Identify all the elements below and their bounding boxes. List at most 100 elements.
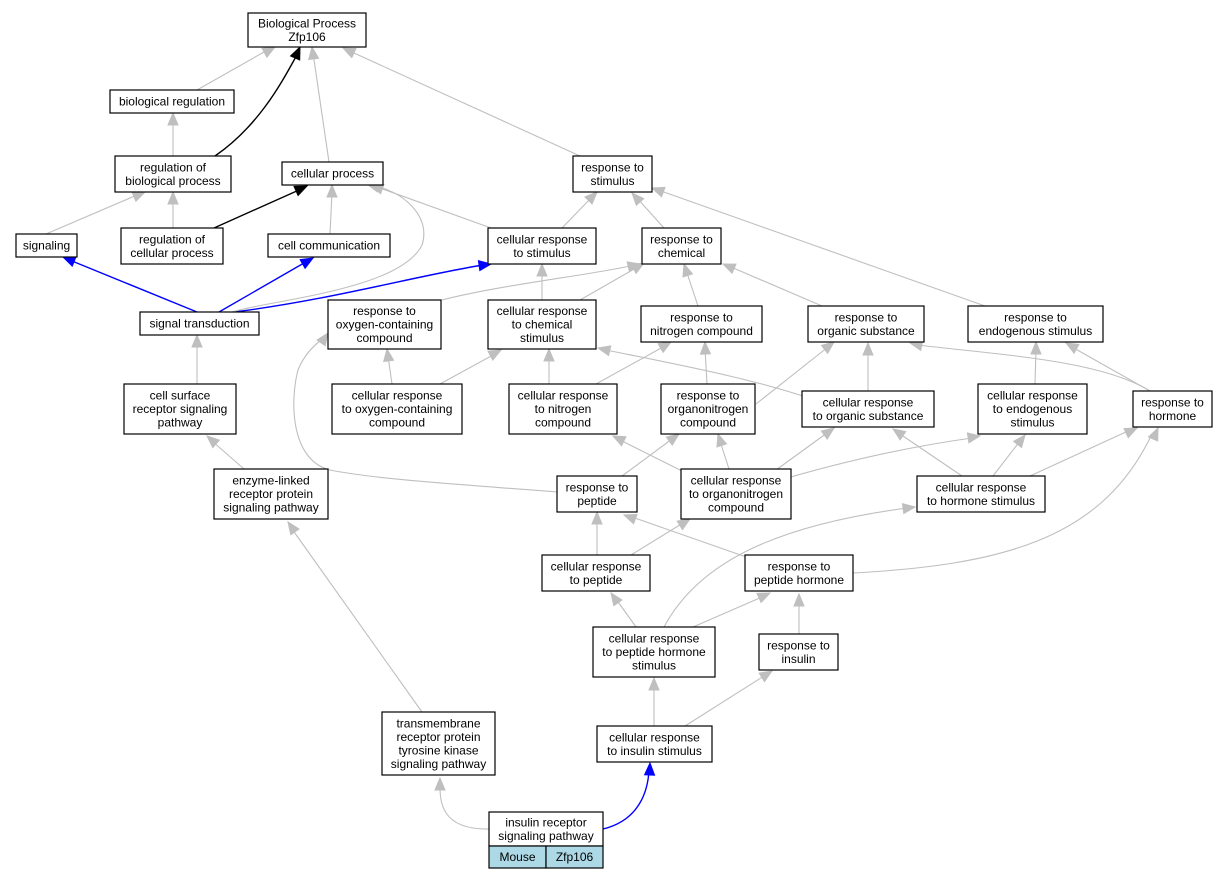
term-node-cellproc[interactable]: cellular process bbox=[281, 161, 384, 186]
edge-line bbox=[685, 269, 699, 307]
edge-line bbox=[660, 190, 986, 307]
edge-arrowhead bbox=[611, 435, 627, 447]
edge-line bbox=[630, 522, 684, 556]
edge-10 bbox=[561, 191, 598, 229]
edge-7 bbox=[213, 185, 309, 229]
edge-line bbox=[211, 440, 245, 470]
term-box bbox=[680, 468, 792, 520]
edge-line bbox=[329, 191, 333, 235]
term-box bbox=[139, 311, 260, 336]
term-box bbox=[572, 155, 653, 193]
edge-line bbox=[71, 260, 198, 313]
term-box bbox=[281, 161, 384, 186]
term-label-line: nitrogen compound bbox=[650, 324, 753, 338]
term-label-line: signaling pathway bbox=[223, 501, 318, 515]
edge-arrowhead bbox=[657, 341, 673, 354]
edge-3 bbox=[341, 47, 581, 157]
edge-42 bbox=[992, 433, 1026, 477]
term-label-line: stimulus bbox=[520, 331, 564, 345]
term-label-line: regulation of bbox=[139, 232, 206, 246]
term-label-line: biological regulation bbox=[119, 95, 225, 109]
term-label-line: to hormone stimulus bbox=[927, 494, 1035, 508]
term-label-line: peptide bbox=[577, 494, 617, 508]
edge-48 bbox=[852, 426, 1159, 574]
edge-arrowhead bbox=[341, 47, 357, 59]
edge-35 bbox=[293, 331, 558, 493]
term-node-cellcomm[interactable]: cell communication bbox=[267, 233, 391, 258]
edge-line bbox=[196, 51, 265, 91]
edge-34 bbox=[206, 435, 245, 470]
edge-43 bbox=[1029, 427, 1139, 477]
term-label-line: cellular response bbox=[609, 632, 700, 646]
term-box bbox=[967, 305, 1104, 343]
term-box bbox=[327, 299, 442, 350]
term-label-line: hormone bbox=[1149, 409, 1197, 423]
term-node-bioreg[interactable]: biological regulation bbox=[109, 89, 235, 114]
edge-line bbox=[852, 437, 1151, 574]
edge-arrowhead bbox=[316, 331, 329, 347]
term-label-line: insulin receptor bbox=[505, 815, 586, 829]
term-label-line: organonitrogen bbox=[668, 402, 749, 416]
edge-line bbox=[899, 433, 963, 477]
term-label-line: cellular process bbox=[291, 167, 374, 181]
term-label-line: response to bbox=[767, 638, 830, 652]
term-label-line: response to bbox=[1141, 395, 1204, 409]
term-box bbox=[541, 554, 651, 592]
edge-line bbox=[619, 439, 683, 472]
term-label-line: signaling bbox=[23, 239, 70, 253]
term-node-sigtrans[interactable]: signal transduction bbox=[139, 311, 260, 336]
edge-arrowhead bbox=[891, 428, 907, 441]
term-label-line: response to bbox=[670, 310, 733, 324]
edge-50 bbox=[663, 503, 917, 628]
term-node-signaling[interactable]: signaling bbox=[15, 233, 78, 258]
term-box bbox=[381, 711, 496, 776]
edge-49 bbox=[610, 591, 637, 628]
term-box bbox=[640, 305, 763, 343]
edge-1 bbox=[214, 45, 301, 157]
edge-31 bbox=[1030, 340, 1042, 385]
edge-40 bbox=[775, 427, 836, 471]
term-label-line: receptor signaling bbox=[133, 402, 228, 416]
edge-arrowhead bbox=[630, 262, 646, 275]
term-label-line: to peptide bbox=[570, 573, 623, 587]
edge-47 bbox=[622, 513, 750, 559]
edge-0 bbox=[196, 46, 277, 91]
term-label-line: response to bbox=[353, 304, 416, 318]
term-label-line: insulin bbox=[781, 652, 815, 666]
term-box bbox=[114, 155, 232, 193]
edge-29 bbox=[596, 345, 821, 403]
edge-53 bbox=[648, 676, 660, 726]
edge-55 bbox=[434, 776, 490, 830]
edge-37 bbox=[611, 435, 683, 472]
